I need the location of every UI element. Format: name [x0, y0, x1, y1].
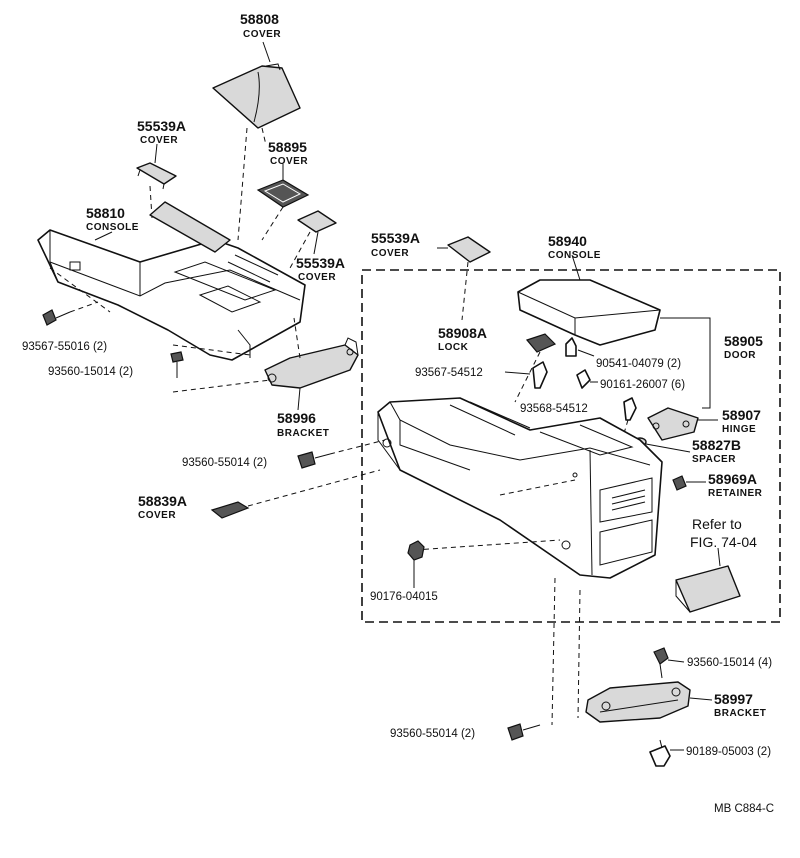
fastener-label: 90161-26007 (6): [600, 379, 685, 391]
reference-line-2: FIG. 74-04: [690, 534, 757, 550]
cushion-90541-04079: [565, 337, 577, 357]
screw-93568-54512: [623, 397, 637, 421]
ashtray-reference-part: [675, 565, 741, 613]
callout-58827b-name: SPACER: [692, 454, 736, 465]
shift-boot-cover-part: [212, 63, 301, 129]
lower-bracket-part: [585, 681, 691, 723]
callout-55539a-name-1: COVER: [140, 135, 178, 146]
callout-58940-name: CONSOLE: [548, 250, 601, 261]
fastener-label: 90189-05003 (2): [686, 746, 771, 758]
callout-58905-name: DOOR: [724, 350, 756, 361]
fastener-label: 90541-04079 (2): [596, 358, 681, 370]
fastener-label: 93567-55016 (2): [22, 341, 107, 353]
nut-90176-04015: [407, 540, 425, 561]
callout-55539a-number-2: 55539A: [296, 255, 345, 271]
door-lock-part: [525, 333, 557, 353]
callout-55539a-number-3: 55539A: [371, 230, 420, 246]
fastener-label: 93560-55014 (2): [182, 457, 267, 469]
screw-93560-15014-left: [170, 351, 184, 378]
callout-58996-number: 58996: [277, 410, 316, 426]
callout-55539a-name-3: COVER: [371, 248, 409, 259]
callout-58996-name: BRACKET: [277, 428, 329, 439]
fastener-label: 93560-15014 (2): [48, 366, 133, 378]
callout-58907-name: HINGE: [722, 424, 756, 435]
retainer-part: [672, 475, 706, 491]
figure-code: MB C884-C: [714, 803, 774, 815]
side-cover-part: [210, 501, 250, 519]
callout-58905-number: 58905: [724, 333, 763, 349]
callout-58810-name: CONSOLE: [86, 222, 139, 233]
callout-58907-number: 58907: [722, 407, 761, 423]
small-cover-mid-part: [297, 210, 337, 233]
console-bracket-part: [264, 337, 359, 389]
switch-cover-part: [256, 179, 310, 208]
fastener-label: 93568-54512: [520, 403, 588, 415]
callout-58969a-number: 58969A: [708, 471, 757, 487]
screw-93560-15014-right: [653, 647, 669, 679]
callout-58969a-name: RETAINER: [708, 488, 763, 499]
callout-58827b-number: 58827B: [692, 437, 741, 453]
fastener-label: 93567-54512: [415, 367, 483, 379]
callout-58997-number: 58997: [714, 691, 753, 707]
screw-93560-55014-lower: [507, 723, 541, 741]
callout-58808-name: COVER: [243, 29, 281, 40]
callout-55539a-name-2: COVER: [298, 272, 336, 283]
clip-90161-26007: [576, 369, 591, 389]
screw-93567-55016: [42, 309, 71, 326]
small-cover-left-part: [136, 162, 177, 190]
small-cover-right-part: [447, 236, 491, 263]
fastener-label: 90176-04015: [370, 591, 438, 603]
rear-console-part: [377, 397, 663, 579]
callout-58997-name: BRACKET: [714, 708, 766, 719]
callout-58895-name: COVER: [270, 156, 308, 167]
screw-93567-54512: [532, 361, 548, 389]
fastener-label: 93560-55014 (2): [390, 728, 475, 740]
screw-93560-55014-mid: [297, 451, 331, 469]
callout-58940-number: 58940: [548, 233, 587, 249]
console-door-part: [517, 279, 661, 346]
door-hinge-part: [647, 407, 699, 441]
callout-58908a-number: 58908A: [438, 325, 487, 341]
callout-58839a-number: 58839A: [138, 493, 187, 509]
clip-90189-05003: [649, 745, 671, 767]
assembly-box: [361, 269, 781, 623]
callout-58810-number: 58810: [86, 205, 125, 221]
callout-58839a-name: COVER: [138, 510, 176, 521]
callout-58808-number: 58808: [240, 11, 279, 27]
fastener-label: 93560-15014 (4): [687, 657, 772, 669]
callout-58895-number: 58895: [268, 139, 307, 155]
callout-55539a-number-1: 55539A: [137, 118, 186, 134]
callout-58908a-name: LOCK: [438, 342, 469, 353]
reference-line-1: Refer to: [692, 516, 742, 532]
front-console-part: [37, 201, 306, 361]
